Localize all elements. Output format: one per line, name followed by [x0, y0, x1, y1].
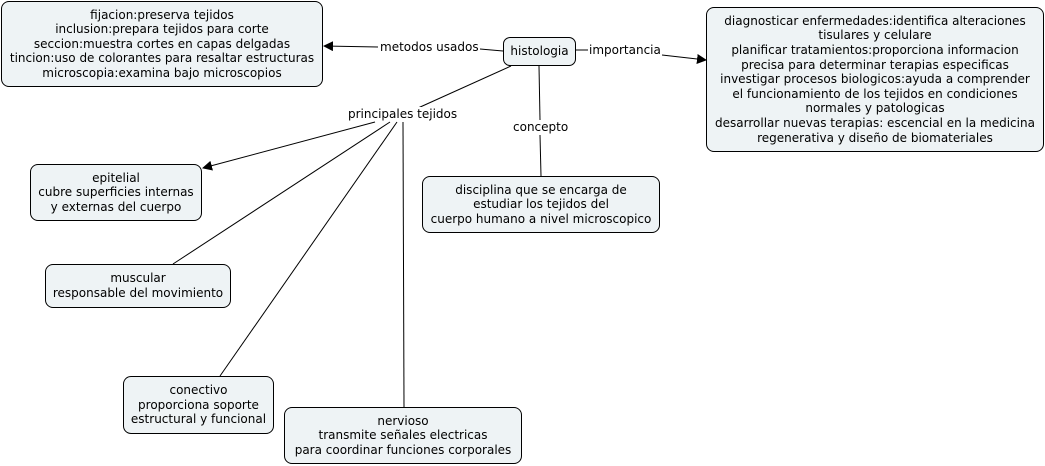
node-text-line: tisulares y celulare: [818, 28, 932, 43]
node-text-line: transmite señales electricas: [318, 428, 488, 443]
node-text-line: investigar procesos biologicos:ayuda a c…: [720, 72, 1030, 87]
link-label-metodos: metodos usados: [379, 40, 480, 54]
node-text-line: inclusion:prepara tejidos para corte: [55, 22, 269, 37]
central-node-histologia[interactable]: histologia: [503, 37, 576, 66]
node-text-line: epitelial: [92, 170, 140, 185]
node-text-line: fijacion:preserva tejidos: [90, 7, 234, 22]
link-label-tejidos: principales tejidos: [347, 107, 459, 121]
node-conectivo[interactable]: conectivo proporciona soporte estructura…: [123, 376, 274, 434]
central-node-label: histologia: [510, 44, 569, 59]
arrow-to-epitelial: [202, 121, 376, 171]
node-text-line: cuerpo humano a nivel microscopico: [430, 211, 652, 226]
node-text-line: responsable del movimiento: [52, 286, 224, 300]
node-text-line: seccion:muestra cortes en capas delgadas: [33, 36, 291, 51]
node-text-line: regenerativa y diseño de biomateriales: [757, 130, 993, 145]
node-text-line: diagnosticar enfermedades:identifica alt…: [724, 13, 1026, 28]
link-line-to-muscular: [172, 121, 391, 265]
link-line-histologia-concepto: [538, 65, 541, 121]
node-epitelial[interactable]: epitelial cubre superficies internas y e…: [30, 164, 202, 221]
arrow-to-importancia: [661, 54, 707, 64]
node-text-line: proporciona soporte: [138, 397, 259, 412]
node-text-line: cubre superficies internas: [38, 185, 194, 200]
link-line-to-conectivo: [219, 121, 398, 377]
node-text-line: el funcionamiento de los tejidos en cond…: [732, 86, 1018, 101]
link-line-concepto-node: [539, 134, 542, 177]
link-label-importancia: importancia: [588, 43, 662, 57]
node-text-line: disciplina que se encarga de: [455, 182, 627, 197]
node-concepto[interactable]: disciplina que se encarga de estudiar lo…: [422, 176, 660, 233]
node-text-line: microscopia:examina bajo microscopios: [42, 65, 282, 80]
node-text-line: y externas del cuerpo: [50, 199, 182, 214]
node-text-line: normales y patologicas: [805, 101, 945, 116]
node-text-line: conectivo: [169, 383, 228, 398]
node-importancia[interactable]: diagnosticar enfermedades:identifica alt…: [706, 7, 1044, 152]
node-text-line: nervioso: [377, 413, 429, 428]
link-label-concepto: concepto: [512, 120, 570, 134]
node-muscular[interactable]: muscular responsable del movimiento: [45, 264, 231, 308]
node-text-line: desarrollar nuevas terapias: escencial e…: [715, 115, 1035, 130]
node-text-line: precisa para determinar terapias especif…: [741, 57, 1009, 72]
link-line-histologia-tejidos: [417, 65, 512, 109]
node-text-line: planificar tratamientos:proporciona info…: [731, 43, 1019, 58]
node-text-line: tincion:uso de colorantes para resaltar …: [9, 51, 315, 66]
node-text-line: estructural y funcional: [130, 412, 267, 427]
link-line-histologia-metodos: [479, 48, 504, 52]
node-text-line: para coordinar funciones corporales: [294, 442, 512, 457]
node-metodos[interactable]: fijacion:preserva tejidos inclusion:prep…: [1, 1, 323, 87]
link-line-to-nervioso: [402, 121, 405, 408]
arrow-to-metodos: [323, 41, 379, 52]
node-text-line: muscular: [110, 271, 166, 286]
node-nervioso[interactable]: nervioso transmite señales electricas pa…: [284, 407, 522, 464]
node-text-line: estudiar los tejidos del: [473, 197, 609, 212]
